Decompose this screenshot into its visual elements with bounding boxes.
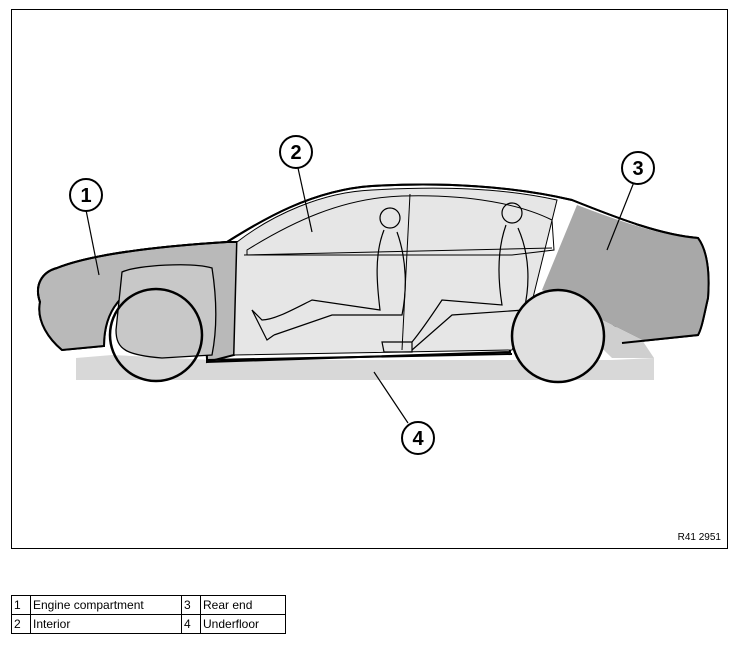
leader-line-4 — [373, 371, 409, 424]
legend-label: Engine compartment — [30, 595, 182, 615]
engine-block — [115, 264, 217, 359]
rear-wheel — [510, 288, 606, 384]
legend-label: Underfloor — [200, 614, 286, 634]
legend-row: 2 Interior 4 Underfloor — [11, 614, 286, 634]
legend-table: 1 Engine compartment 3 Rear end 2 Interi… — [11, 595, 286, 634]
callout-3-label: 3 — [632, 158, 643, 180]
car-body-edge — [37, 183, 710, 344]
b-pillar — [401, 193, 411, 351]
sill-line — [206, 353, 513, 361]
legend-number: 2 — [11, 614, 31, 634]
legend-row: 1 Engine compartment 3 Rear end — [11, 595, 286, 615]
car-zones-diagram: 1 2 3 4 — [37, 135, 710, 455]
callout-2: 2 — [279, 135, 313, 169]
leader-line-2 — [297, 167, 313, 233]
legend-number: 3 — [181, 595, 201, 615]
occupant-front — [251, 207, 406, 341]
front-wheel — [108, 287, 204, 383]
callout-2-label: 2 — [290, 142, 301, 164]
cabin-outline — [246, 195, 555, 256]
legend-label: Rear end — [200, 595, 286, 615]
callout-1-label: 1 — [80, 185, 91, 207]
legend-label: Interior — [30, 614, 182, 634]
callout-1: 1 — [69, 178, 103, 212]
legend-number: 1 — [11, 595, 31, 615]
legend-number: 4 — [181, 614, 201, 634]
figure-reference: R41 2951 — [677, 532, 721, 543]
leader-line-3 — [606, 181, 635, 251]
callout-4: 4 — [401, 421, 435, 455]
leader-line-1 — [85, 209, 100, 276]
diagram-frame: 1 2 3 4 R41 2951 — [11, 9, 728, 549]
callout-3: 3 — [621, 151, 655, 185]
callout-4-label: 4 — [412, 428, 424, 450]
